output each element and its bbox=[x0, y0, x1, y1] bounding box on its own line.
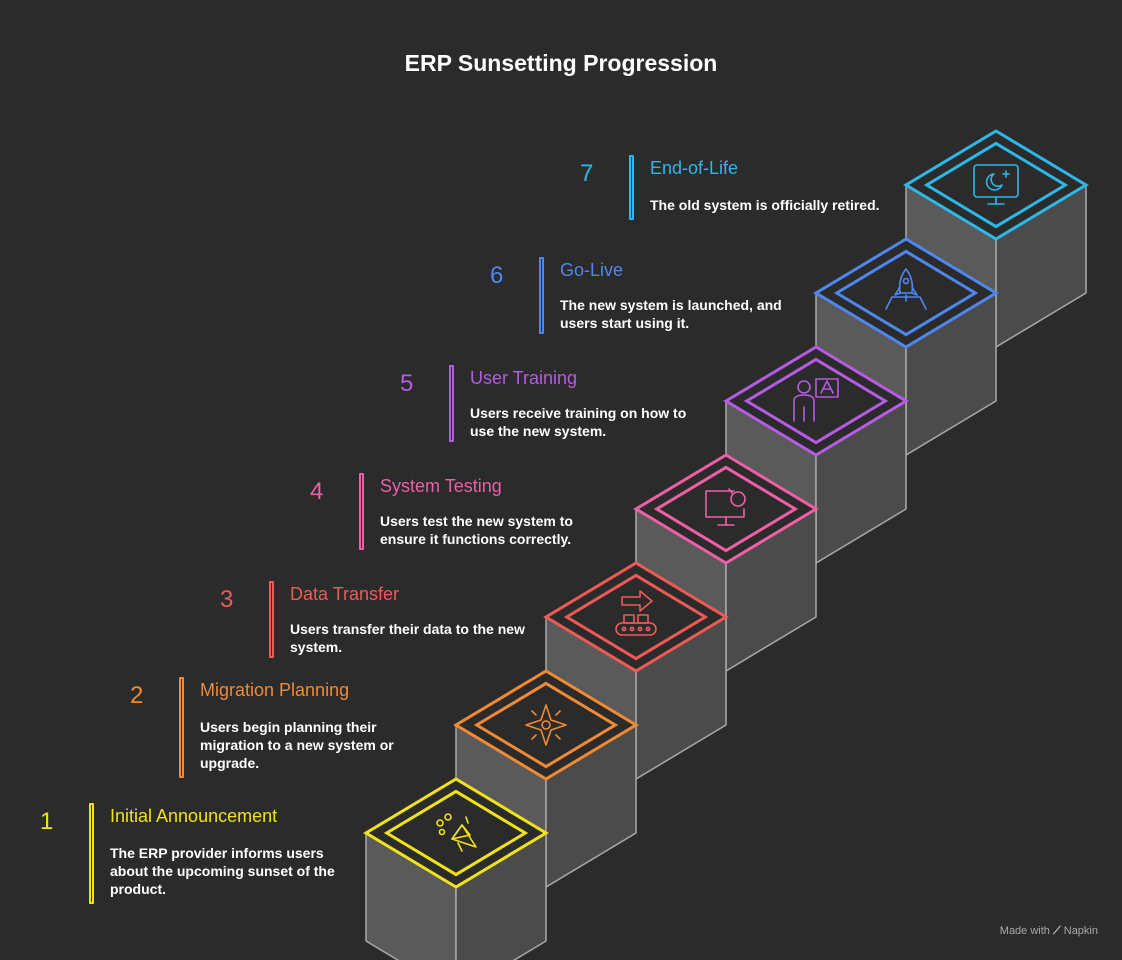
step-title: Data Transfer bbox=[290, 584, 400, 604]
step-number: 6 bbox=[490, 262, 504, 289]
step-number: 2 bbox=[130, 682, 144, 709]
step-description: The new system is launched, and users st… bbox=[560, 297, 782, 331]
step-number: 3 bbox=[220, 586, 234, 613]
rocket-icon bbox=[885, 268, 927, 310]
step-top-outer bbox=[453, 669, 639, 781]
footer-made-with: Made with bbox=[999, 925, 1050, 937]
step-top-inner bbox=[473, 681, 619, 769]
step-accent-bar bbox=[449, 365, 454, 442]
step-number: 1 bbox=[40, 808, 54, 835]
step-top-outer bbox=[543, 561, 729, 673]
megaphone-icon bbox=[436, 813, 477, 852]
step-top-inner bbox=[833, 249, 979, 337]
step-description: The old system is officially retired. bbox=[650, 197, 880, 213]
step-description: Users transfer their data to the new sys… bbox=[290, 621, 525, 655]
step-number: 5 bbox=[400, 370, 414, 397]
step-description: Users begin planning their migration to … bbox=[200, 719, 394, 771]
step-top-inner bbox=[653, 465, 799, 553]
step-description: Users test the new system to ensure it f… bbox=[380, 513, 573, 547]
step-title: Go-Live bbox=[560, 260, 624, 280]
monitor-search-icon bbox=[705, 488, 746, 526]
step-accent-bar bbox=[269, 581, 274, 658]
step-block-6 bbox=[813, 237, 999, 457]
step-top-inner bbox=[383, 789, 529, 877]
step-title: Initial Announcement bbox=[110, 806, 278, 826]
page-title: ERP Sunsetting Progression bbox=[404, 50, 718, 76]
step-accent-bar bbox=[359, 473, 364, 550]
step-top-outer bbox=[723, 345, 909, 457]
step-title: Migration Planning bbox=[200, 680, 350, 700]
teacher-icon bbox=[793, 378, 839, 422]
step-description: The ERP provider informs users about the… bbox=[110, 845, 335, 897]
step-title: System Testing bbox=[380, 476, 502, 496]
compass-icon bbox=[525, 704, 567, 746]
conveyor-icon bbox=[615, 590, 657, 636]
monitor-moon-icon bbox=[973, 164, 1019, 205]
step-top-inner bbox=[563, 573, 709, 661]
step-block-1 bbox=[363, 777, 549, 960]
step-accent-bar bbox=[539, 257, 544, 334]
step-top-inner bbox=[923, 141, 1069, 229]
step-number: 7 bbox=[580, 160, 594, 187]
step-accent-bar bbox=[179, 677, 184, 778]
step-accent-bar bbox=[629, 155, 634, 220]
step-top-inner bbox=[743, 357, 889, 445]
step-top-outer bbox=[633, 453, 819, 565]
napkin-logo-icon: ⟋ bbox=[1052, 925, 1061, 937]
step-title: User Training bbox=[470, 368, 578, 388]
step-description: Users receive training on how to use the… bbox=[470, 405, 687, 439]
step-accent-bar bbox=[89, 803, 94, 904]
step-top-outer bbox=[903, 129, 1089, 241]
step-number: 4 bbox=[310, 478, 324, 505]
step-title: End-of-Life bbox=[650, 158, 739, 178]
footer-credit: Made with ⟋ Napkin bbox=[1000, 925, 1098, 938]
footer-brand: Napkin bbox=[1063, 925, 1098, 937]
